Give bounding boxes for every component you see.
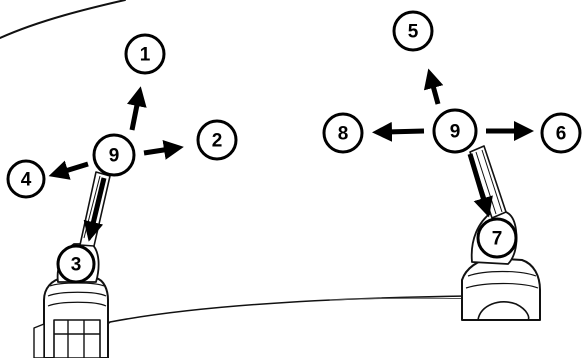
marker-3-label: 3	[71, 255, 82, 276]
arrow-to-2	[143, 140, 184, 160]
arrow-to-7	[467, 153, 493, 218]
marker-8-label: 8	[338, 124, 349, 145]
position-markers	[6, 10, 582, 284]
marker-4-circle	[6, 159, 46, 199]
marker-9-left-label: 9	[109, 146, 120, 167]
marker-2-label: 2	[212, 131, 223, 152]
marker-2-circle	[196, 119, 238, 161]
marker-4-label: 4	[21, 170, 32, 191]
arrow-to-8	[372, 121, 425, 142]
arrow-to-1	[127, 86, 147, 131]
marker-9-left-circle	[92, 133, 136, 177]
marker-9-right-circle	[432, 108, 478, 154]
marker-7-label: 7	[492, 229, 503, 250]
marker-1-circle	[124, 33, 166, 75]
marker-8-circle	[322, 112, 364, 154]
marker-6-label: 6	[556, 124, 567, 145]
marker-9-right-label: 9	[450, 122, 461, 143]
marker-3-circle	[56, 244, 96, 284]
marker-6-circle	[540, 112, 582, 154]
arrow-to-3	[83, 177, 107, 242]
marker-7-circle	[476, 217, 518, 259]
marker-5-circle	[392, 10, 434, 52]
movement-arrows	[48, 68, 534, 242]
arrow-to-4	[48, 160, 89, 180]
arrow-to-5	[423, 68, 444, 105]
marker-1-label: 1	[140, 45, 151, 66]
marker-5-label: 5	[408, 22, 419, 43]
